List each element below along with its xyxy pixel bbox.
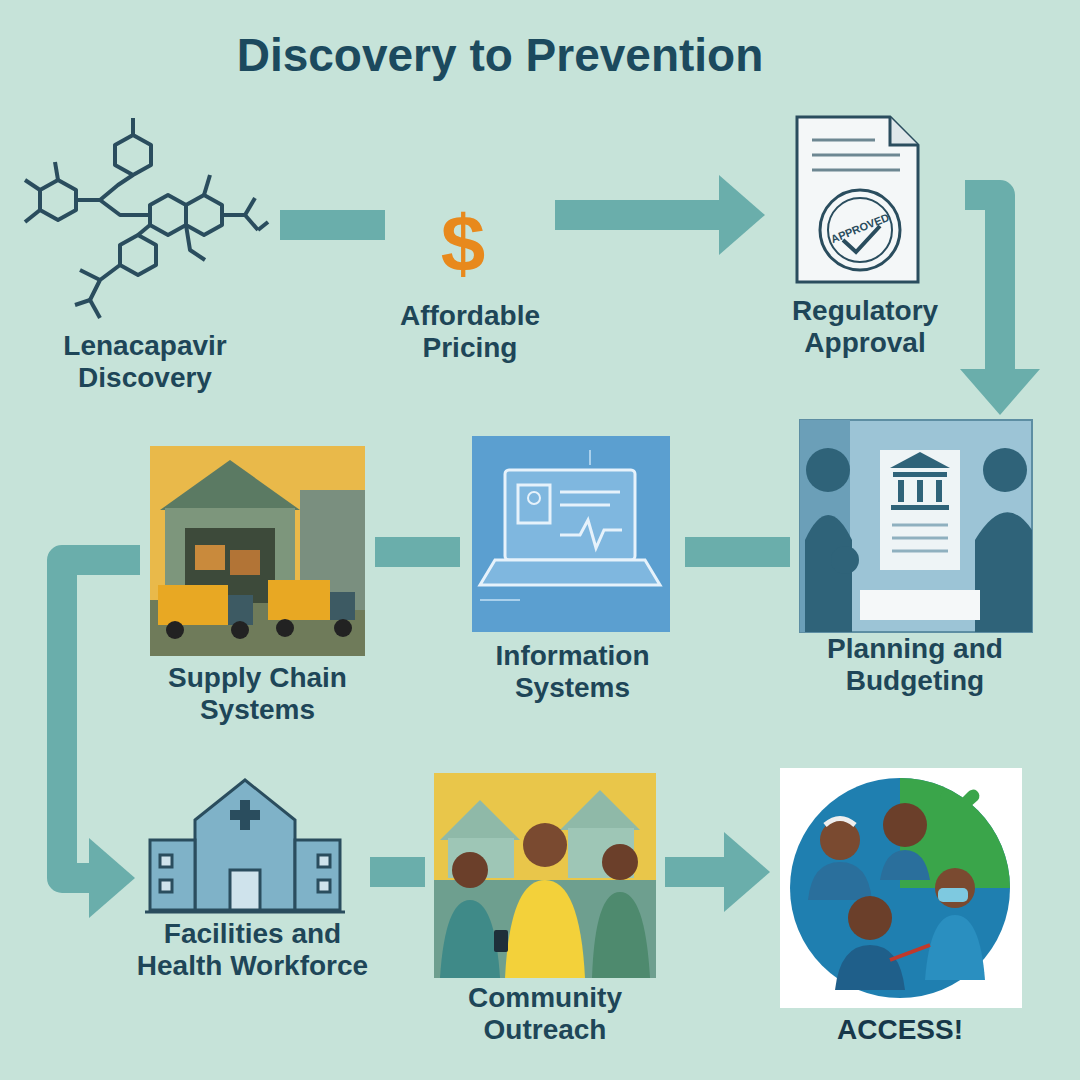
flow-connector [685,552,790,553]
arrow-head [89,838,135,918]
approved-document [797,117,918,282]
stage-label: ACCESS! [770,1014,1030,1046]
stage-node: Facilities and Health Workforce [135,770,370,986]
stamp-text: APPROVED [816,206,904,251]
stage-label: Lenacapavir Discovery [10,330,280,394]
connector-band [370,857,425,887]
stage-node: Lenacapavir Discovery [10,130,280,398]
stage-label: Regulatory Approval [765,295,965,359]
connector-band [665,857,726,887]
stage-node: Information Systems [460,430,685,708]
stage-node: Regulatory Approval [765,110,965,363]
hospital-icon [145,780,345,912]
flow-connector [960,195,1040,415]
connector-band [555,200,721,230]
connector-band [965,195,1000,371]
molecule-illustration [25,118,268,318]
stage-node: Planning and Budgeting [790,415,1040,701]
planning-illustration [800,420,1032,632]
flow-connector [370,872,425,873]
arrow-head [724,832,770,912]
laptop-illustration [472,436,670,632]
connector-band [375,537,460,567]
stage-node: Supply Chain Systems [140,440,375,730]
flow-connector [280,225,385,226]
stage-label: Supply Chain Systems [140,662,375,726]
arrow-head [719,175,765,255]
stage-label: Information Systems [460,640,685,704]
stage-label: Facilities and Health Workforce [135,918,370,982]
warehouse-illustration [150,446,365,656]
connector-band [685,537,790,567]
connector-band [280,210,385,240]
dollar-symbol: $ [428,200,498,288]
stage-label: Planning and Budgeting [790,633,1040,697]
stage-node: Community Outreach [425,770,665,1050]
stage-label: Affordable Pricing [385,300,555,364]
flow-connector [665,832,770,912]
stage-label: Community Outreach [425,982,665,1046]
arrow-head [960,369,1040,415]
connector-band [62,560,140,878]
flow-connector [555,175,765,255]
flow-connector [62,560,140,918]
diagram-title: Discovery to Prevention [0,28,1000,82]
community-illustration [434,773,656,978]
access-illustration [780,768,1022,1008]
stage-node: ACCESS! [770,762,1030,1050]
flow-connector [375,552,460,553]
